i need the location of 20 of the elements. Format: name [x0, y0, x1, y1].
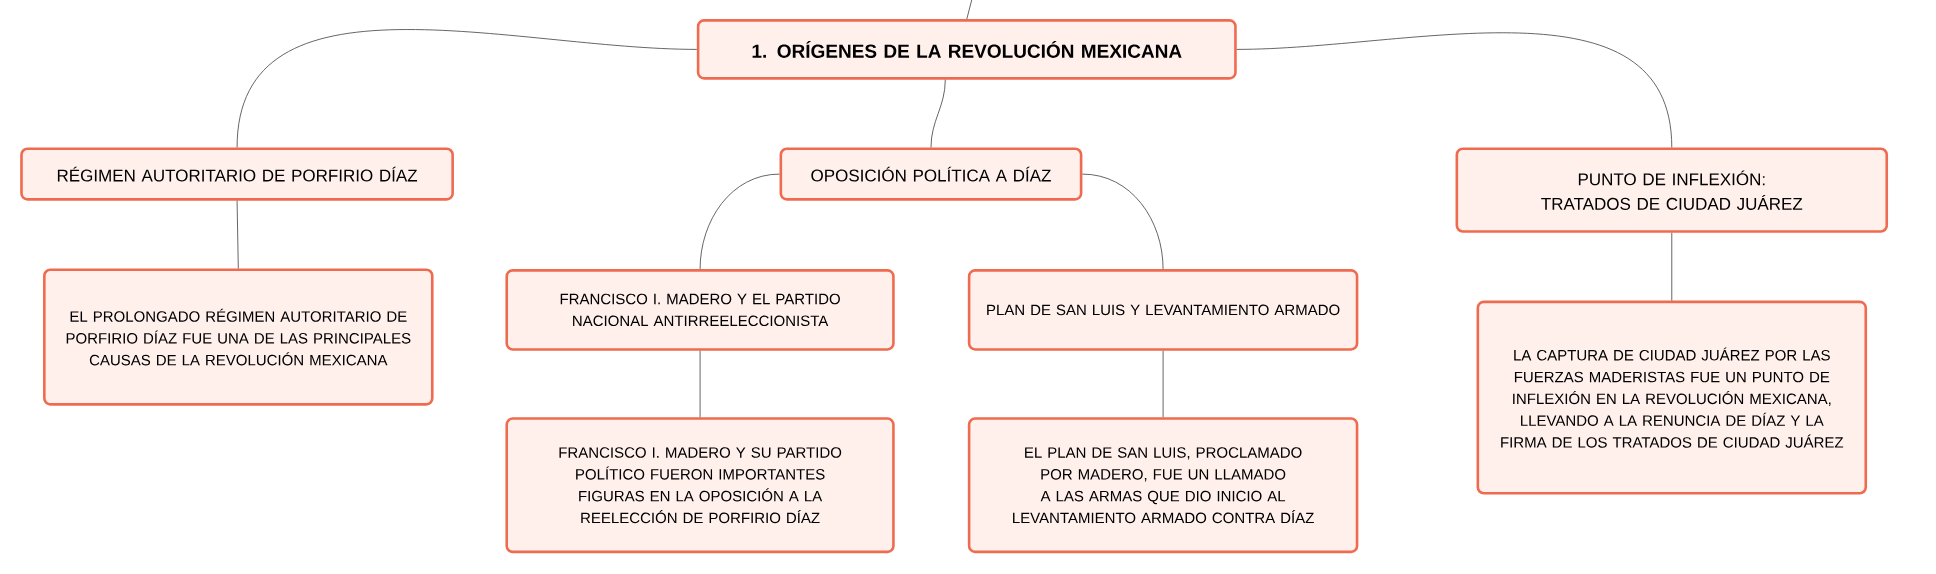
connector-line	[1236, 32, 1673, 148]
concept-box: OPOSICIÓN POLÍTICA A DÍAZ	[779, 147, 1083, 201]
connector-line	[699, 173, 780, 270]
connector-line	[930, 79, 946, 148]
concept-box: FRANCISCO I. MADERO Y SU PARTIDO POLÍTICO FUERON IMPORTANTES FIGURAS EN LA OPOSICIÓN A LA REELECCIÓN DE PORFIRIO DÍAZ	[505, 417, 895, 554]
connector-line	[236, 200, 239, 269]
concept-box: PLAN DE SAN LUIS Y LEVANTAMIENTO ARMADO	[967, 269, 1359, 351]
concept-box: LA CAPTURA DE CIUDAD JUÁREZ POR LAS FUERZAS MADERISTAS FUE UN PUNTO DE INFLEXIÓN EN LA REVOLUCIÓN MEXICANA, LLEVANDO A LA RENUNCIA DE DÍAZ Y LA FIRMA DE LOS TRATADOS DE CIUDAD JUÁREZ	[1476, 300, 1868, 495]
connector-line	[1162, 350, 1164, 418]
concept-box: EL PLAN DE SAN LUIS, PROCLAMADO POR MADERO, FUE UN LLAMADO A LAS ARMAS QUE DIO INICIO AL LEVANTAMIENTO ARMADO CONTRA DÍAZ	[967, 417, 1359, 554]
connector-line	[966, 0, 973, 20]
concept-box: PUNTO DE INFLEXIÓN: TRATADOS DE CIUDAD JUÁREZ	[1455, 147, 1889, 233]
concept-box: FRANCISCO I. MADERO Y EL PARTIDO NACIONAL ANTIRREELECCIONISTA	[505, 269, 895, 351]
connector-line	[1671, 232, 1673, 302]
connector-line	[699, 350, 701, 418]
concept-box: EL PROLONGADO RÉGIMEN AUTORITARIO DE PORFIRIO DÍAZ FUE UNA DE LAS PRINCIPALES CAUSAS DE LA REVOLUCIÓN MEXICANA	[43, 268, 434, 406]
connector-line	[1081, 173, 1164, 270]
concept-box: 1. ORÍGENES DE LA REVOLUCIÓN MEXICANA	[696, 19, 1237, 80]
connector-line	[236, 29, 698, 148]
concept-box: RÉGIMEN AUTORITARIO DE PORFIRIO DÍAZ	[20, 147, 454, 201]
